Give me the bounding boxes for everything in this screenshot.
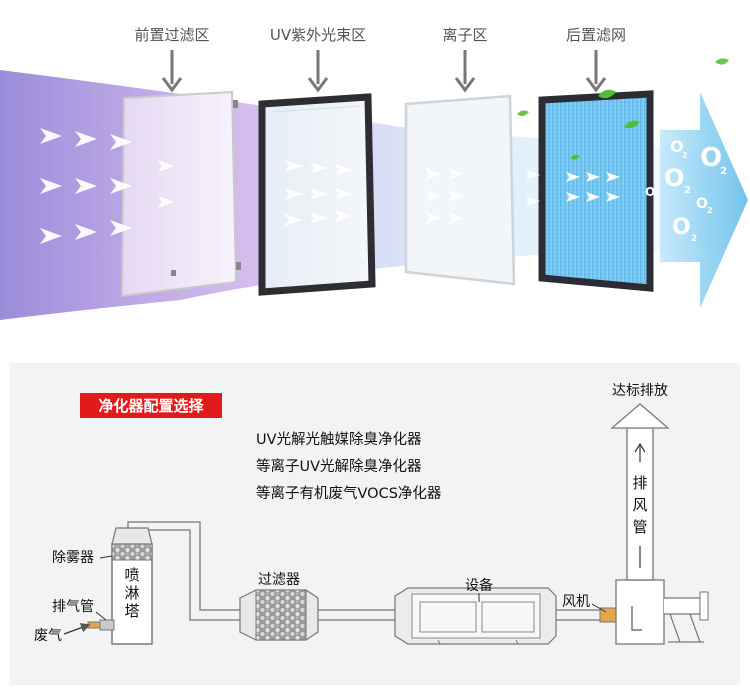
o2-subscript: 2 [654, 195, 659, 203]
leader-line [591, 603, 607, 613]
down-arrow-icon [307, 77, 329, 93]
exhaust-stack: 排 风 管 [610, 403, 670, 581]
o2-symbol: O [670, 137, 684, 156]
leaf-icon [624, 120, 640, 129]
config-option-1: UV光解光触媒除臭净化器 [256, 431, 422, 448]
fan-unit [599, 579, 709, 645]
discharge-label: 达标排放 [612, 383, 668, 399]
spray-tower-label-3: 塔 [124, 602, 139, 620]
process-flow-diagram: 净化器配置选择 UV光解光触媒除臭净化器 等离子UV光解除臭净化器 等离子有机废… [10, 363, 740, 685]
exhaust-duct-label-1: 排 [632, 474, 647, 492]
leaf-icon [598, 89, 616, 99]
stage-label-pre-filter: 前置过滤区 [134, 26, 209, 44]
filter-unit [239, 589, 319, 641]
leaf-icon [715, 58, 729, 65]
config-option-3: 等离子有机废气VOCS净化器 [256, 484, 442, 502]
equipment-label: 设备 [465, 577, 493, 594]
stage-label-uv: UV紫外光束区 [270, 26, 366, 44]
filter-label: 过滤器 [258, 572, 300, 588]
o2-symbol: O [664, 164, 684, 192]
o2-symbol: O [700, 143, 722, 173]
demister-label: 除雾器 [52, 550, 94, 566]
config-title-badge [80, 393, 222, 418]
config-title: 净化器配置选择 [98, 397, 204, 415]
exhaust-gas-label: 废气 [34, 628, 62, 644]
spray-tower-label-1: 喷 [124, 566, 139, 584]
o2-subscript: 2 [682, 151, 688, 160]
ion-panel [404, 94, 516, 286]
down-arrow-icon [454, 77, 476, 93]
clean-air-output-arrow [660, 92, 748, 308]
spray-tower: 喷 淋 塔 [87, 527, 153, 645]
o2-symbols: O 2 O 2 O 2 O 2 O 2 O 2 [645, 137, 727, 244]
post-filter-panel [538, 90, 654, 292]
duct-pipe [127, 521, 600, 621]
exhaust-duct-label-2: 风 [632, 496, 647, 514]
o2-subscript: 2 [707, 206, 713, 215]
leaf-icon [570, 154, 580, 160]
stage-label-post-filter: 后置滤网 [566, 26, 626, 44]
up-arrow-icon [634, 442, 646, 453]
o2-symbol: O [645, 185, 655, 199]
inlet-arrow-icon [63, 623, 91, 635]
stage-label-ion: 离子区 [442, 26, 487, 44]
leader-line [95, 611, 107, 621]
exhaust-pipe-label: 排气管 [52, 599, 94, 615]
flow-arrows [40, 128, 620, 244]
down-arrow-icon [161, 77, 183, 93]
airflow-illustration: 前置过滤区 UV紫外光束区 离子区 后置滤网 [0, 26, 748, 320]
o2-subscript: 2 [691, 234, 697, 244]
o2-symbol: O [696, 196, 708, 212]
exhaust-duct-label-3: 管 [632, 518, 647, 536]
o2-subscript: 2 [720, 166, 727, 177]
spray-tower-label-2: 淋 [124, 584, 139, 602]
config-option-2: 等离子UV光解除臭净化器 [256, 457, 422, 475]
o2-symbol: O [672, 215, 691, 240]
leaf-icon [517, 110, 529, 117]
pre-filter-panel [120, 90, 241, 298]
equipment-unit [394, 587, 557, 645]
o2-subscript: 2 [684, 185, 691, 196]
down-arrow-icon [585, 77, 607, 93]
fan-label: 风机 [562, 594, 590, 610]
leader-line [99, 555, 113, 559]
